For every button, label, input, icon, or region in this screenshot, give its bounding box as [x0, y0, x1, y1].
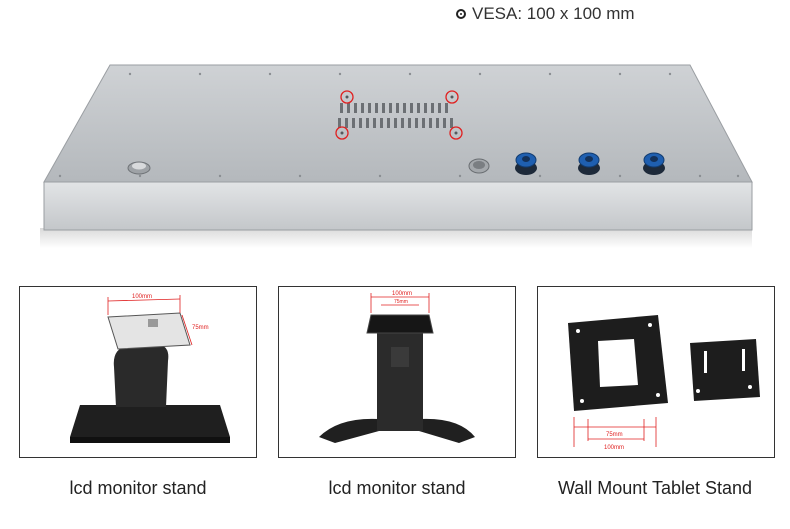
vesa-plate [366, 314, 434, 334]
blue-connector-1-icon [515, 152, 537, 175]
option-3-image: 75mm 100mm [537, 286, 775, 458]
option-3-dim-inner: 75mm [606, 432, 623, 438]
power-button-icon [127, 161, 151, 175]
panel-shadow [40, 228, 752, 248]
vesa-plate [107, 312, 191, 350]
vesa-marker-top-right [445, 90, 459, 104]
stand-base [70, 405, 230, 437]
option-2-dim-inner: 75mm [394, 299, 408, 305]
stand-neck [113, 345, 169, 407]
vesa-header: VESA: 100 x 100 mm [456, 3, 635, 25]
vesa-marker-bottom-right [449, 126, 463, 140]
option-1-image: 100mm 75mm [19, 286, 257, 458]
round-connector-icon [468, 158, 490, 174]
option-3-caption: Wall Mount Tablet Stand [557, 478, 753, 498]
blue-connector-2-icon [578, 152, 600, 175]
tablet-adapter-plate [690, 339, 760, 401]
vesa-marker-top-left [340, 90, 354, 104]
vesa-label: VESA: 100 x 100 mm [472, 4, 635, 23]
target-circle-icon [456, 9, 466, 19]
wall-mount-window [598, 339, 638, 387]
vent-grille [338, 103, 453, 128]
panel-front-face [43, 181, 753, 231]
panel-screw-row [58, 72, 740, 178]
option-2-image: 100mm 75mm [278, 286, 516, 458]
option-1-dim-side: 75mm [192, 325, 209, 331]
vesa-marker-bottom-left [335, 126, 349, 140]
option-2-caption: lcd monitor stand [328, 478, 466, 498]
vesa-hole-markers [335, 90, 463, 140]
option-1-caption: lcd monitor stand [69, 478, 207, 498]
option-3-dim-outer: 100mm [604, 445, 624, 451]
blue-connector-3-icon [643, 152, 665, 175]
option-2-dim-top: 100mm [392, 291, 412, 297]
product-panel-image [40, 64, 753, 248]
option-1-dim-top: 100mm [132, 294, 152, 300]
